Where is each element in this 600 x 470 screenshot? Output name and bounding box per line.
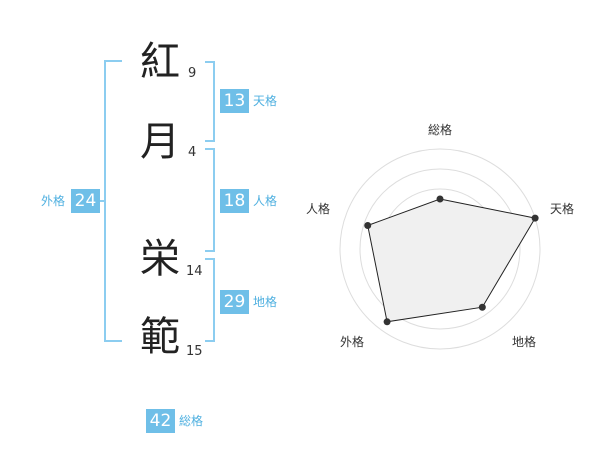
- jinkaku-bracket: [205, 148, 215, 252]
- name-char-2: 月: [140, 119, 180, 165]
- jinkaku-badge: 18: [220, 189, 249, 213]
- stroke-count-4: 15: [186, 344, 203, 359]
- gaikaku-bracket: [104, 60, 122, 342]
- tenkaku-label: 天格: [253, 94, 278, 108]
- radar-point: [364, 222, 372, 230]
- radar-series-polygon: [367, 198, 536, 323]
- tenkaku-badge: 13: [220, 89, 249, 113]
- radar-point: [531, 214, 539, 222]
- axis-label-soukaku: 総格: [428, 122, 452, 137]
- name-char-3: 栄: [140, 236, 180, 282]
- radar-ring: [359, 168, 521, 330]
- axis-label-chikaku: 地格: [512, 334, 536, 349]
- gaikaku-badge: 24: [71, 189, 100, 213]
- chikaku-label: 地格: [253, 295, 278, 309]
- stroke-count-2: 4: [188, 145, 197, 160]
- radar-point: [436, 195, 444, 203]
- stroke-count-1: 9: [188, 66, 197, 81]
- radar-points: [364, 195, 539, 326]
- radar-point: [383, 318, 391, 326]
- soukaku-label: 総格: [179, 414, 204, 428]
- radar-point: [478, 303, 486, 311]
- tenkaku-bracket: [205, 61, 215, 142]
- axis-label-jinkaku: 人格: [306, 201, 330, 216]
- name-char-4: 範: [140, 314, 180, 360]
- jinkaku-label: 人格: [253, 194, 278, 208]
- chikaku-badge: 29: [220, 290, 249, 314]
- name-char-1: 紅: [140, 39, 180, 85]
- stroke-count-3: 14: [186, 264, 203, 279]
- gaikaku-label: 外格: [41, 194, 66, 208]
- chikaku-bracket: [205, 258, 215, 342]
- radar-ring: [339, 148, 541, 350]
- gaikaku-connector: [96, 200, 104, 202]
- soukaku-badge: 42: [146, 409, 175, 433]
- axis-label-tenkaku: 天格: [550, 201, 574, 216]
- axis-label-gaikaku: 外格: [340, 334, 364, 349]
